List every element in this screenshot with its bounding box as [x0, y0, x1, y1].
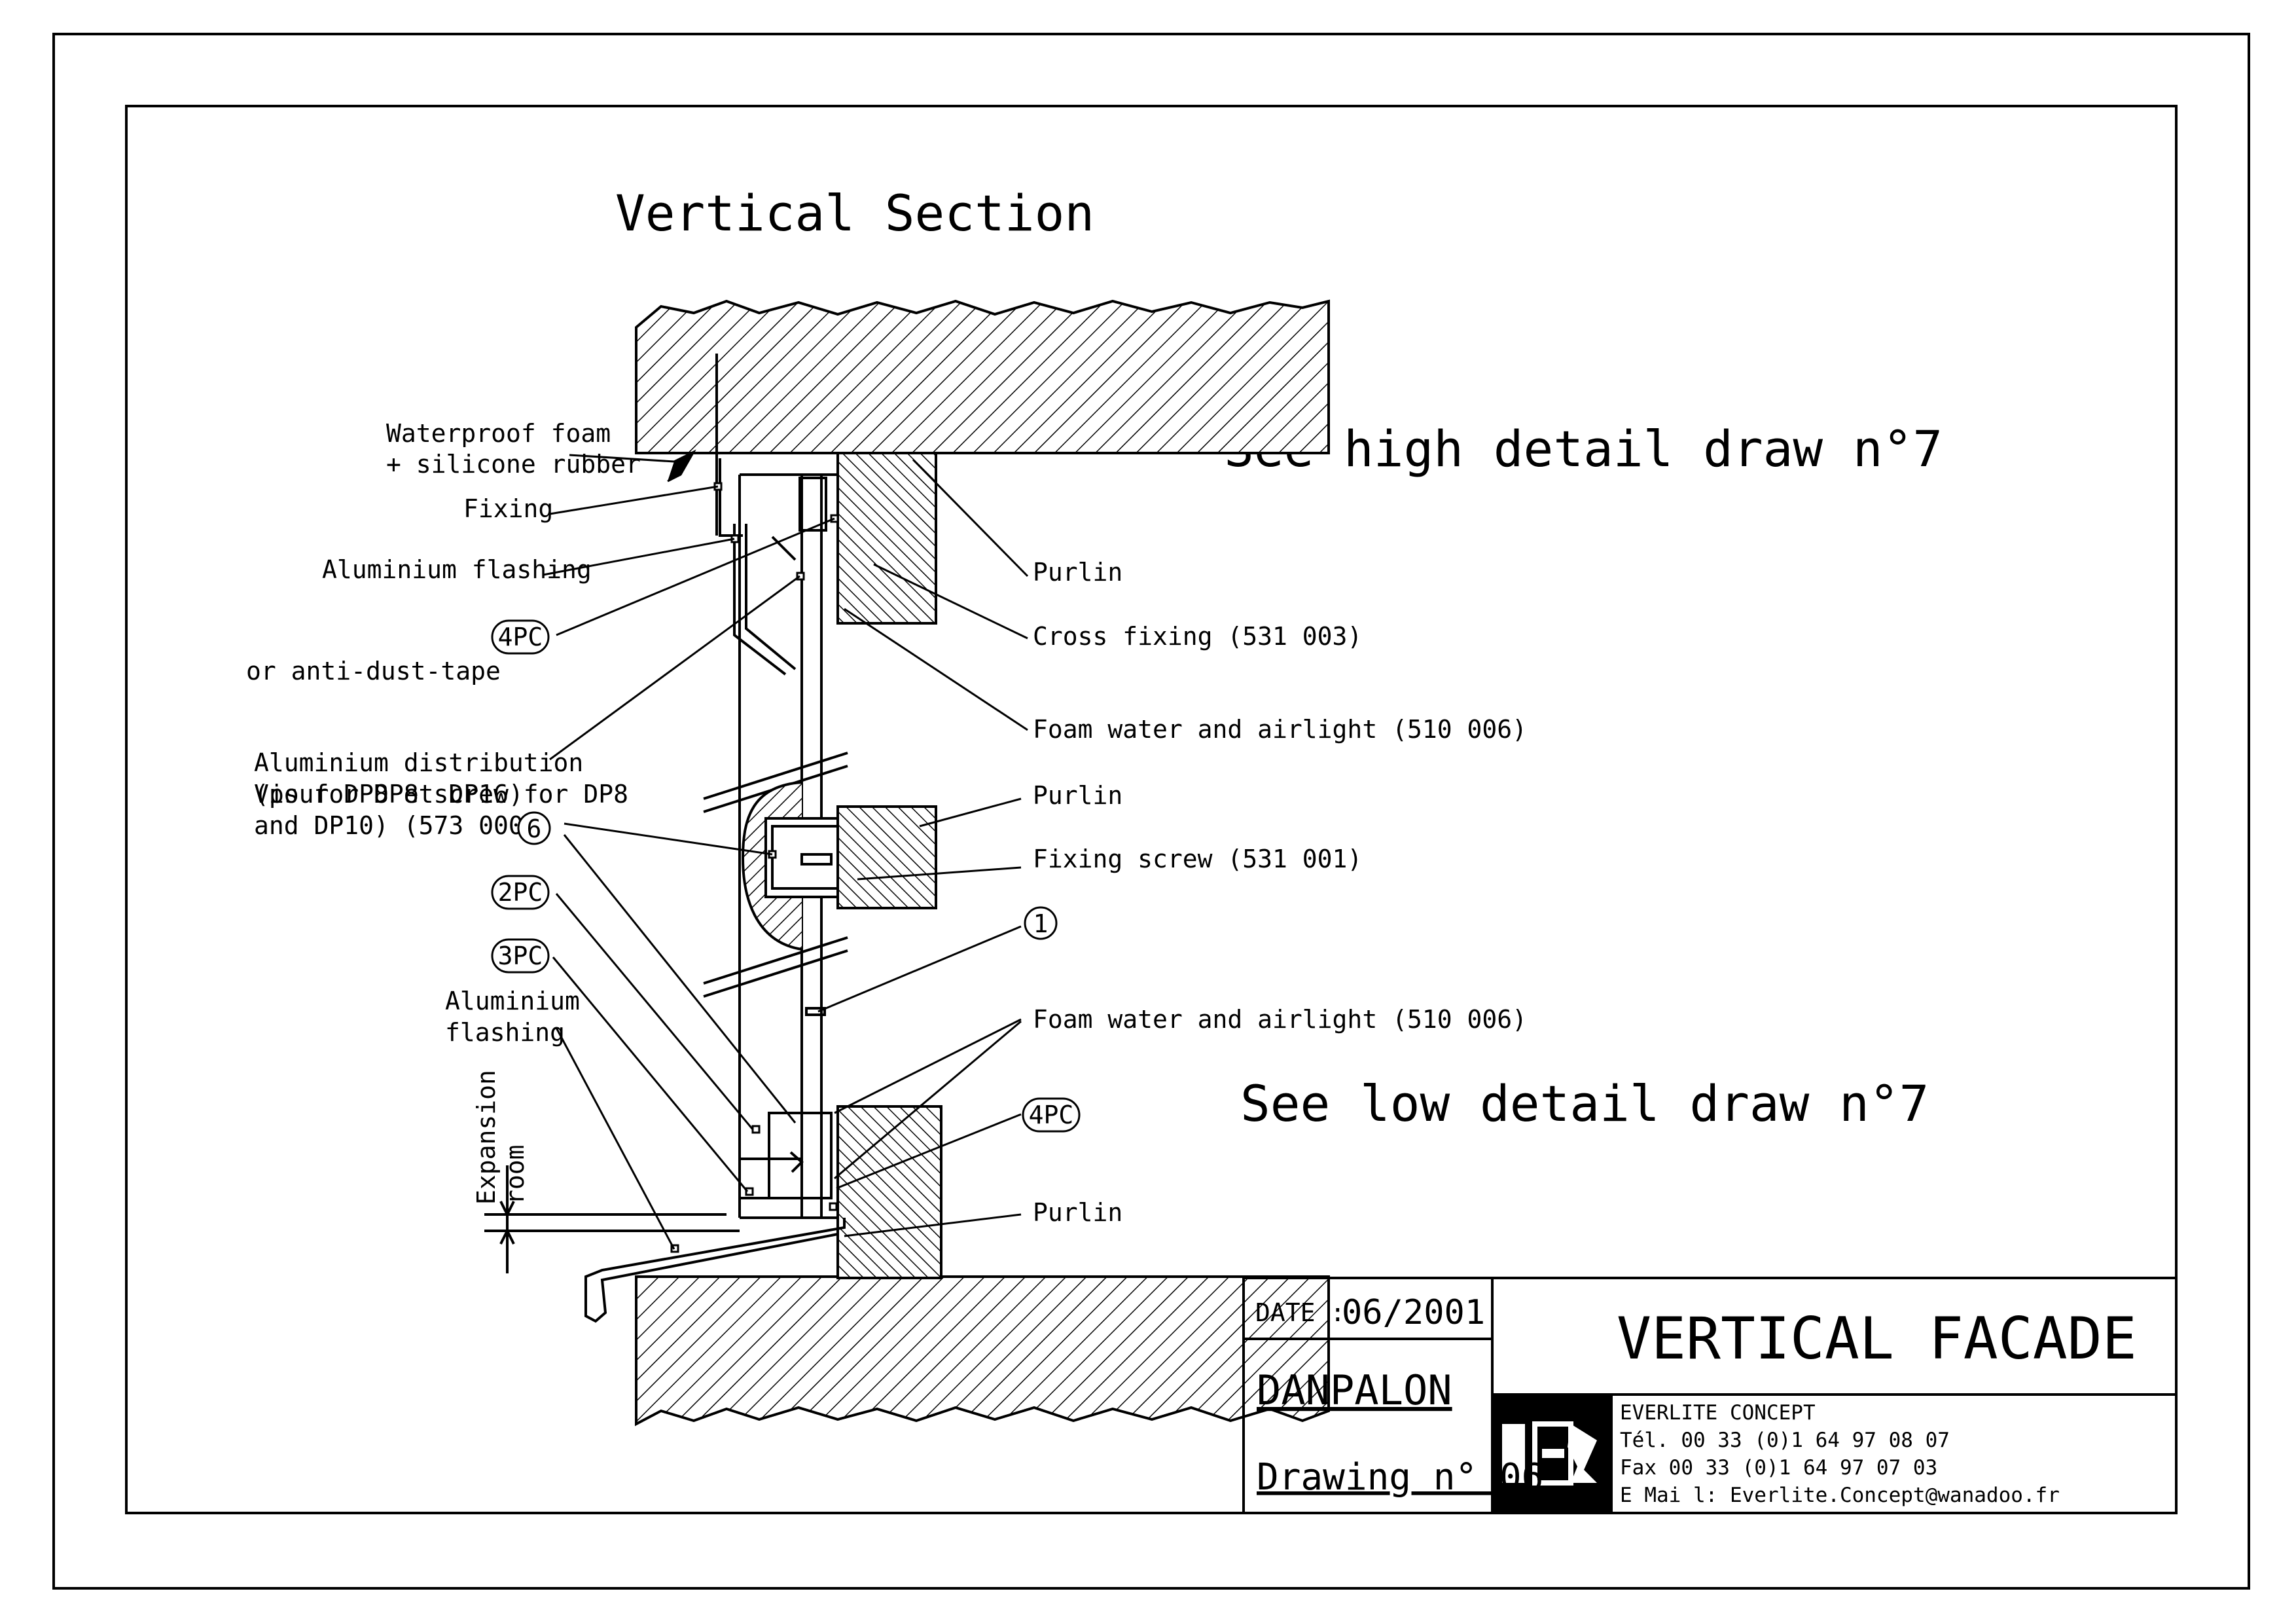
label-distribution-3: and DP10) (573 000) [254, 811, 539, 840]
note-high-detail: See high detail draw n°7 [1224, 420, 1943, 478]
label-waterproof-foam: Waterproof foam [386, 419, 611, 448]
purlin-low [836, 1105, 942, 1279]
product-name: DANPALON [1257, 1366, 1452, 1414]
svg-text:4PC: 4PC [1029, 1101, 1074, 1129]
company-email: E Mai l: Everlite.Concept@wanadoo.fr [1620, 1484, 2060, 1507]
callout-3pc: 3PC [491, 938, 550, 974]
purlin-top [836, 452, 937, 625]
label-fixing: Fixing [463, 494, 553, 523]
drawing-title: VERTICAL FACADE [1617, 1305, 2137, 1372]
callout-2pc: 2PC [491, 875, 550, 910]
label-anti-dust-tape: or anti-dust-tape [246, 657, 501, 685]
label-purlin-top: Purlin [1033, 558, 1122, 587]
label-distribution-2b: Vis for DP8 screw for DP8 [254, 780, 628, 809]
label-room: room [501, 1144, 529, 1205]
svg-text:6: 6 [527, 814, 542, 843]
company-name: EVERLITE CONCEPT [1620, 1401, 1816, 1425]
label-aluminium-flashing-top: Aluminium flashing [322, 555, 592, 584]
note-low-detail: See low detail draw n°7 [1240, 1074, 1929, 1133]
top-slab [635, 299, 1330, 454]
panel-profile [484, 354, 848, 1323]
drawing-number: Drawing n° 06 [1257, 1456, 1543, 1499]
company-tel: Tél. 00 33 (0)1 64 97 08 07 [1620, 1429, 1950, 1452]
outer-frame [52, 33, 2250, 1590]
label-fixing-screw: Fixing screw (531 001) [1033, 845, 1362, 873]
leaders-right [817, 458, 1029, 1237]
leaders-left [543, 449, 835, 1250]
callout-4pc-top: 4PC [491, 619, 550, 655]
label-distribution-1: Aluminium distribution [254, 748, 583, 777]
callout-4pc-low: 4PC [1022, 1097, 1081, 1133]
svg-text:4PC: 4PC [498, 623, 543, 651]
bottom-slab [635, 1275, 1330, 1427]
svg-text:1: 1 [1033, 909, 1049, 938]
label-foam-top: Foam water and airlight (510 006) [1033, 715, 1527, 744]
label-expansion: Expansion [472, 1070, 501, 1205]
label-distribution-2: (pour DP8 et DP16) [254, 780, 524, 809]
label-silicone-rubber: + silicone rubber [386, 450, 641, 479]
label-foam-low: Foam water and airlight (510 006) [1033, 1005, 1527, 1034]
label-purlin-mid: Purlin [1033, 781, 1122, 810]
label-cross-fixing: Cross fixing (531 003) [1033, 622, 1362, 651]
date-value: 06/2001 [1342, 1293, 1485, 1332]
callout-1: 1 [1024, 906, 1058, 940]
label-aluminium-flashing-low-1: Aluminium [445, 987, 580, 1015]
company-fax: Fax 00 33 (0)1 64 97 07 03 [1620, 1456, 1937, 1480]
callout-6: 6 [517, 811, 551, 845]
label-purlin-low: Purlin [1033, 1198, 1122, 1227]
date-label: DATE : [1255, 1298, 1345, 1327]
everlite-logo [1502, 1421, 1597, 1486]
purlin-mid [836, 805, 937, 909]
inner-frame [125, 105, 2178, 1514]
section-title: Vertical Section [615, 184, 1094, 242]
svg-text:3PC: 3PC [498, 941, 543, 970]
label-aluminium-flashing-low-2: flashing [445, 1018, 565, 1047]
svg-text:2PC: 2PC [498, 878, 543, 907]
